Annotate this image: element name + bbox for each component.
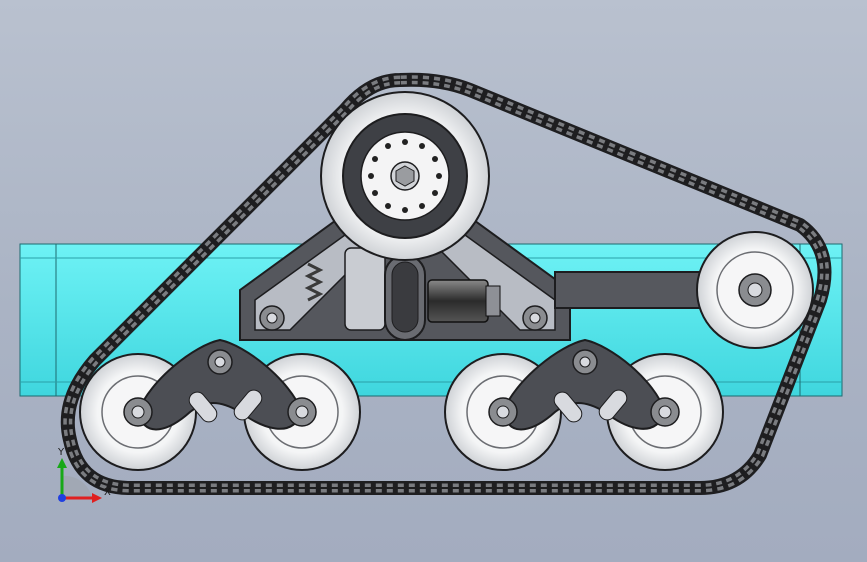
x-axis-head [92, 493, 102, 503]
x-axis-label: X [104, 487, 111, 498]
drive-wheel [320, 91, 490, 261]
coordinate-triad: Y X [57, 447, 111, 503]
idler-wheel [696, 231, 814, 349]
bogie-arm-front [123, 338, 317, 431]
y-axis-label: Y [57, 447, 65, 458]
bogie-arm-rear [488, 338, 680, 431]
track-belt [60, 72, 832, 495]
z-axis-dot [58, 494, 66, 502]
y-axis-head [57, 458, 67, 468]
